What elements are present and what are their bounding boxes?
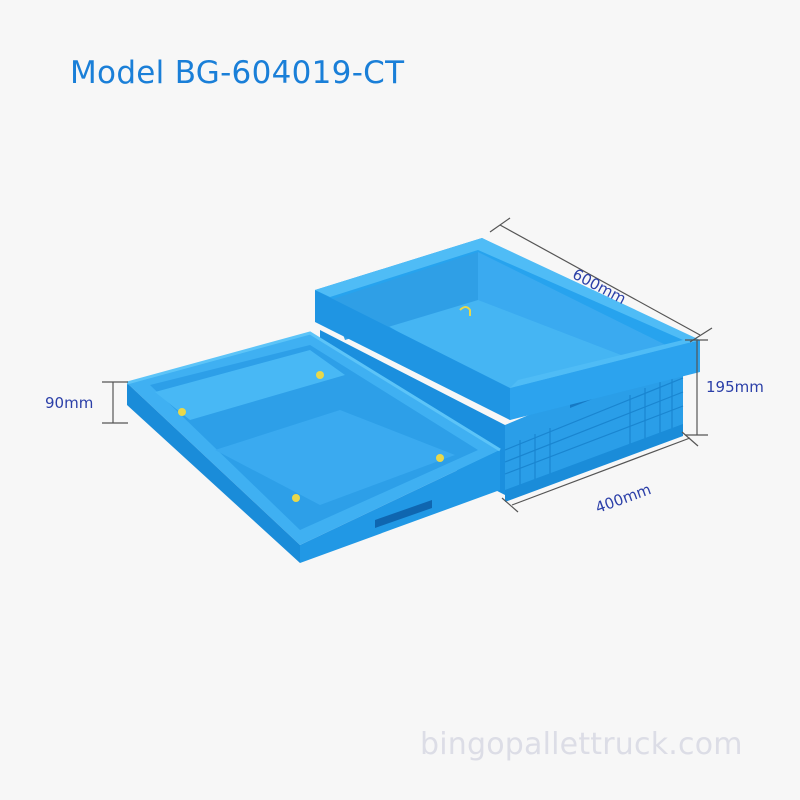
model-title: Model BG-604019-CT: [70, 55, 405, 91]
folded-height-dimension-label: 90mm: [45, 394, 94, 412]
unfolded-crate: [315, 238, 700, 502]
folded-crate: [126, 331, 501, 563]
watermark-text: bingopallettruck.com: [420, 727, 743, 762]
height-dimension-label: 195mm: [706, 378, 764, 396]
dimension-lines: [102, 217, 713, 513]
